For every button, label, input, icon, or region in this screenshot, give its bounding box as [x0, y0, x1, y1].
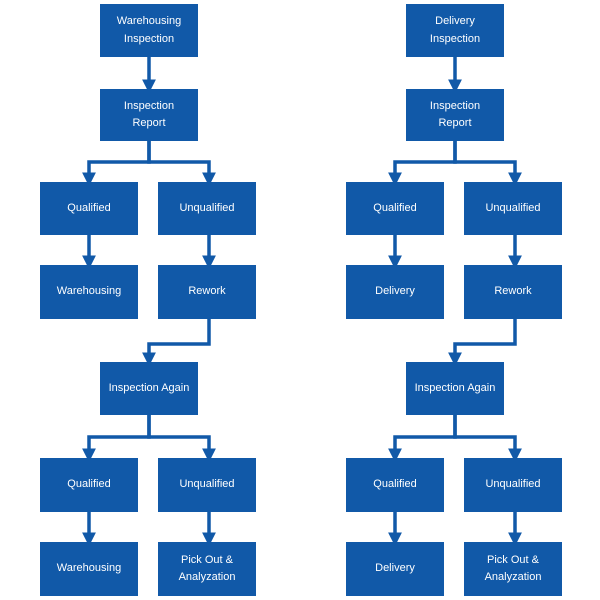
connector-left-report-unqualified [147, 141, 216, 187]
connector-right-again-qualified [388, 415, 457, 463]
connector-left-rework-again [142, 319, 211, 367]
connector-left-again-unqualified [147, 415, 216, 463]
node-right-inspection-report: Inspection Report [406, 89, 504, 141]
connector-right-report-qualified [388, 141, 457, 187]
node-left-warehousing-inspection: Warehousing Inspection [100, 4, 198, 57]
node-left-warehousing-final: Warehousing [40, 542, 138, 596]
connector-left-again-qualified [82, 415, 151, 463]
connector-left-report-qualified [82, 141, 151, 187]
node-left-qualified-again: Qualified [40, 458, 138, 512]
node-left-unqualified-again: Unqualified [158, 458, 256, 512]
node-left-unqualified: Unqualified [158, 182, 256, 235]
node-left-rework: Rework [158, 265, 256, 319]
connector-right-rework-again [448, 319, 517, 367]
node-left-warehousing: Warehousing [40, 265, 138, 319]
connector-right-again-unqualified [453, 415, 522, 463]
node-right-delivery-final: Delivery [346, 542, 444, 596]
node-right-qualified-again: Qualified [346, 458, 444, 512]
node-left-inspection-report: Inspection Report [100, 89, 198, 141]
node-right-unqualified: Unqualified [464, 182, 562, 235]
node-right-qualified: Qualified [346, 182, 444, 235]
node-right-delivery: Delivery [346, 265, 444, 319]
node-right-inspection-again: Inspection Again [406, 362, 504, 415]
node-right-unqualified-again: Unqualified [464, 458, 562, 512]
node-left-inspection-again: Inspection Again [100, 362, 198, 415]
connector-right-report-unqualified [453, 141, 522, 187]
node-right-pick-out: Pick Out & Analyzation [464, 542, 562, 596]
node-left-pick-out: Pick Out & Analyzation [158, 542, 256, 596]
node-left-qualified: Qualified [40, 182, 138, 235]
node-right-delivery-inspection: Delivery Inspection [406, 4, 504, 57]
node-right-rework: Rework [464, 265, 562, 319]
